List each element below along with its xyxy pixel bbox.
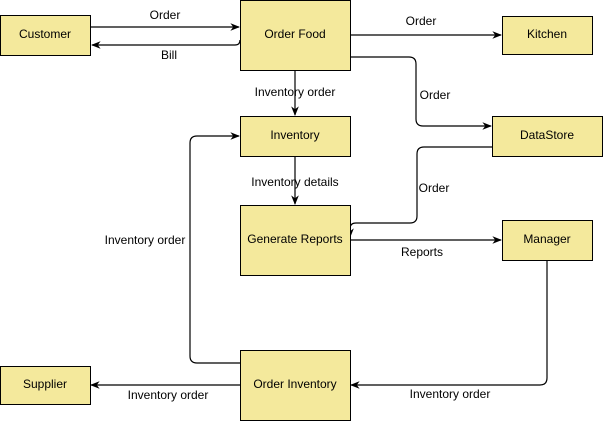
- node-order-inventory[interactable]: Order Inventory: [240, 350, 351, 421]
- edge-label-bill: Bill: [161, 48, 177, 62]
- node-label: Customer: [19, 27, 71, 41]
- node-label: Manager: [523, 232, 570, 246]
- edge-order-food-to-customer: [91, 39, 241, 49]
- node-customer[interactable]: Customer: [0, 15, 91, 56]
- node-label: Generate Reports: [247, 232, 342, 246]
- edge-label-reports: Reports: [401, 245, 443, 259]
- edge-label-order: Order: [150, 8, 181, 22]
- node-label: Order Inventory: [253, 377, 336, 391]
- edge-order-inventory-to-inventory: [189, 132, 240, 364]
- edge-label-order-datastore: Order: [420, 88, 451, 102]
- node-label: Kitchen: [527, 27, 567, 41]
- edge-label-order-kitchen: Order: [406, 14, 437, 28]
- node-label: Supplier: [23, 377, 67, 391]
- edge-label-order-reports: Order: [419, 181, 450, 195]
- edge-label-manager-inventory-order: Inventory order: [410, 387, 491, 401]
- node-label: DataStore: [520, 128, 574, 142]
- edge-order-food-to-datastore: [350, 56, 492, 130]
- node-label: Order Food: [264, 27, 325, 41]
- edge-label-supplier-inventory-order: Inventory order: [128, 388, 209, 402]
- node-label: Inventory: [270, 128, 319, 142]
- edge-label-inventory-details: Inventory details: [251, 175, 338, 189]
- node-inventory[interactable]: Inventory: [240, 116, 351, 157]
- edge-label-inventory-order: Inventory order: [255, 85, 336, 99]
- node-supplier[interactable]: Supplier: [0, 366, 91, 405]
- node-generate-reports[interactable]: Generate Reports: [240, 205, 351, 276]
- node-order-food[interactable]: Order Food: [240, 0, 351, 71]
- node-manager[interactable]: Manager: [502, 220, 593, 261]
- node-kitchen[interactable]: Kitchen: [502, 16, 593, 55]
- edge-datastore-to-generate-reports: [346, 146, 492, 238]
- edge-label-restock-inventory-order: Inventory order: [105, 233, 186, 247]
- edge-manager-to-order-inventory: [350, 260, 548, 389]
- node-datastore[interactable]: DataStore: [492, 116, 603, 157]
